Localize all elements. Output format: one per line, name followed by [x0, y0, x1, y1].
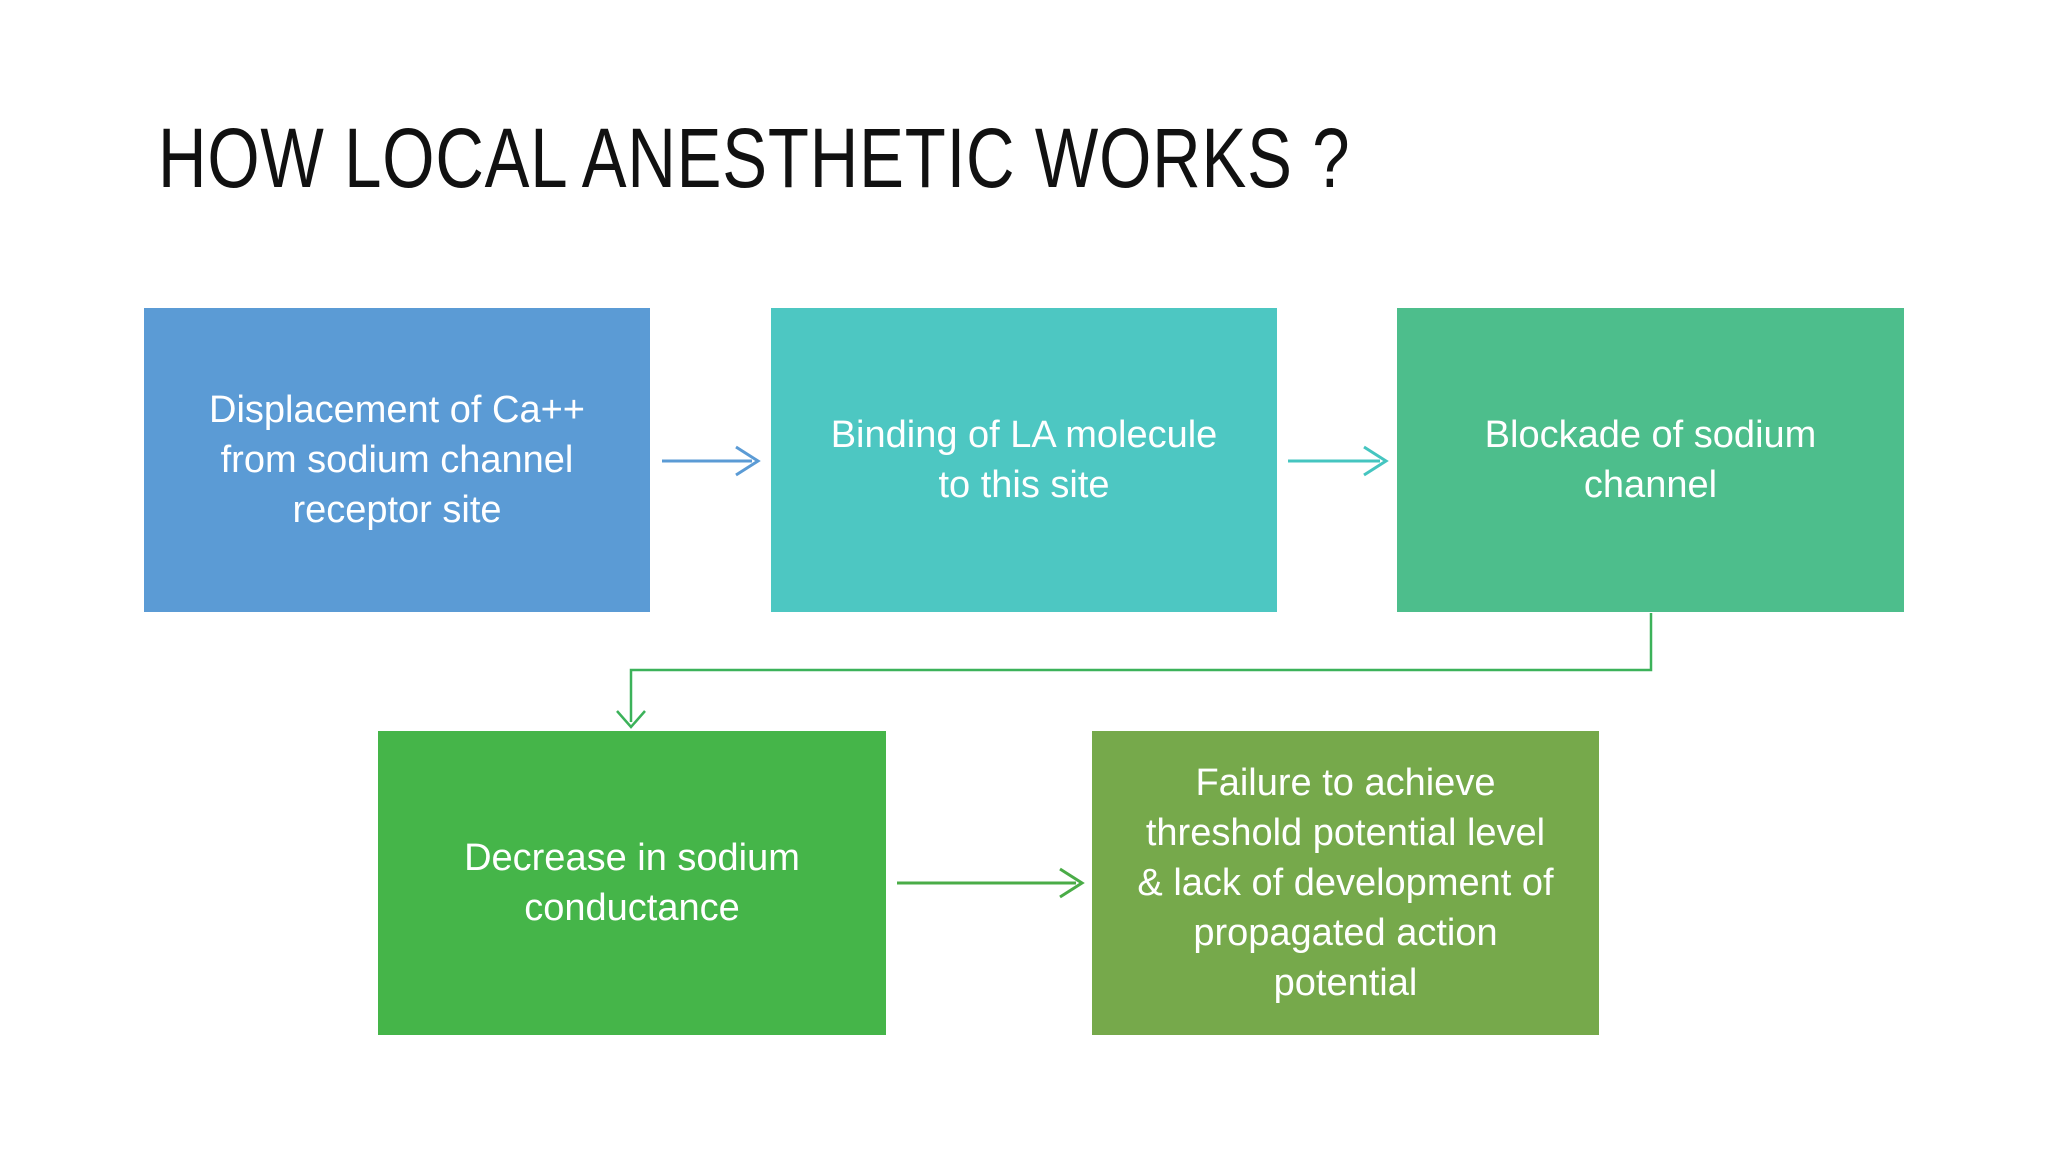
arrow-right-icon [735, 445, 761, 477]
arrow-right-icon [1059, 867, 1085, 899]
connector-binding-to-blockade [1288, 445, 1389, 477]
flow-box-failure: Failure to achieve threshold potential l… [1092, 731, 1599, 1035]
flow-box-blockade: Blockade of sodium channel [1397, 308, 1904, 612]
flow-box-decrease: Decrease in sodium conductance [378, 731, 886, 1035]
slide-title: HOW LOCAL ANESTHETIC WORKS ? [158, 111, 1351, 205]
arrow-down-icon [616, 710, 646, 729]
connector-displacement-to-binding [662, 445, 761, 477]
connector-blockade-to-decrease [616, 613, 1653, 729]
flow-box-binding: Binding of LA molecule to this site [771, 308, 1277, 612]
connector-decrease-to-failure [897, 867, 1085, 899]
arrow-right-icon [1363, 445, 1389, 477]
flow-box-displacement: Displacement of Ca++ from sodium channel… [144, 308, 650, 612]
